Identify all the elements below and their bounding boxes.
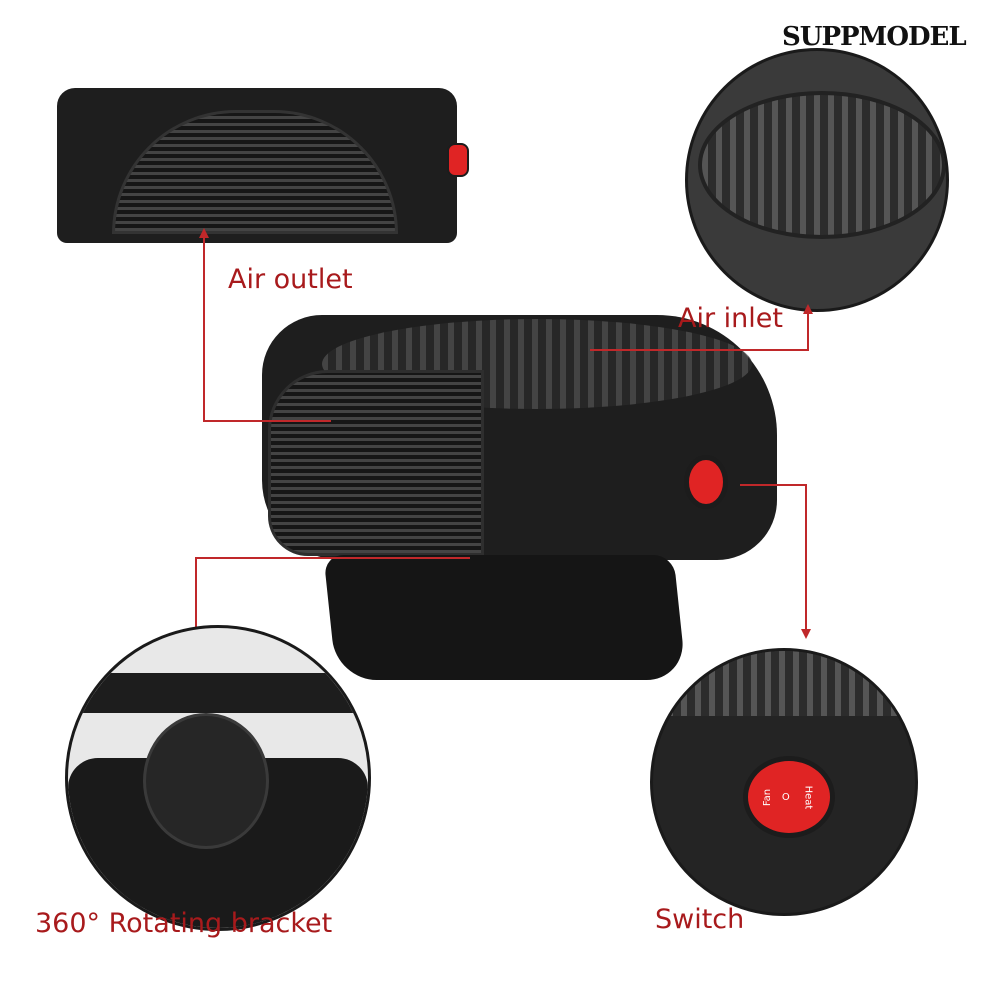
switch-leader xyxy=(740,484,806,486)
switch-closeup: Fan O Heat xyxy=(650,648,918,916)
switch-off-text: O xyxy=(781,791,790,803)
air-outlet-grill xyxy=(112,110,398,234)
watermark-logo: SUPPMODEL xyxy=(782,22,967,52)
label-bracket: 360° Rotating bracket xyxy=(35,908,333,939)
switch-leader-v xyxy=(805,484,807,630)
air-inlet-closeup xyxy=(685,48,949,312)
bracket-stand xyxy=(323,555,687,680)
switch-fan-text: Fan xyxy=(761,788,773,806)
switch-heat-text: Heat xyxy=(802,785,814,809)
air-outlet-leader-h xyxy=(203,420,331,422)
heater-front-view xyxy=(57,88,469,243)
arrow-icon xyxy=(801,629,811,639)
label-switch: Switch xyxy=(655,904,745,935)
arrow-icon xyxy=(199,228,209,238)
inlet-grate xyxy=(698,91,946,239)
label-air-outlet: Air outlet xyxy=(228,264,353,295)
bracket-top-plate xyxy=(68,673,368,713)
top-vent xyxy=(322,319,752,409)
front-grill xyxy=(268,370,484,556)
heater-main-body xyxy=(262,315,777,560)
top-vent xyxy=(653,651,915,716)
bracket-leader xyxy=(195,557,470,559)
switch-button xyxy=(684,455,728,509)
label-air-inlet: Air inlet xyxy=(678,303,783,334)
bracket-leader-v xyxy=(195,557,197,633)
arrow-icon xyxy=(803,304,813,314)
rotating-joint xyxy=(143,713,269,849)
bracket-closeup xyxy=(65,625,371,931)
side-switch xyxy=(447,143,469,177)
air-inlet-leader xyxy=(590,349,809,351)
air-inlet-leader-v xyxy=(807,312,809,351)
switch-button-closeup: Fan O Heat xyxy=(743,756,835,838)
air-outlet-leader xyxy=(203,235,205,421)
